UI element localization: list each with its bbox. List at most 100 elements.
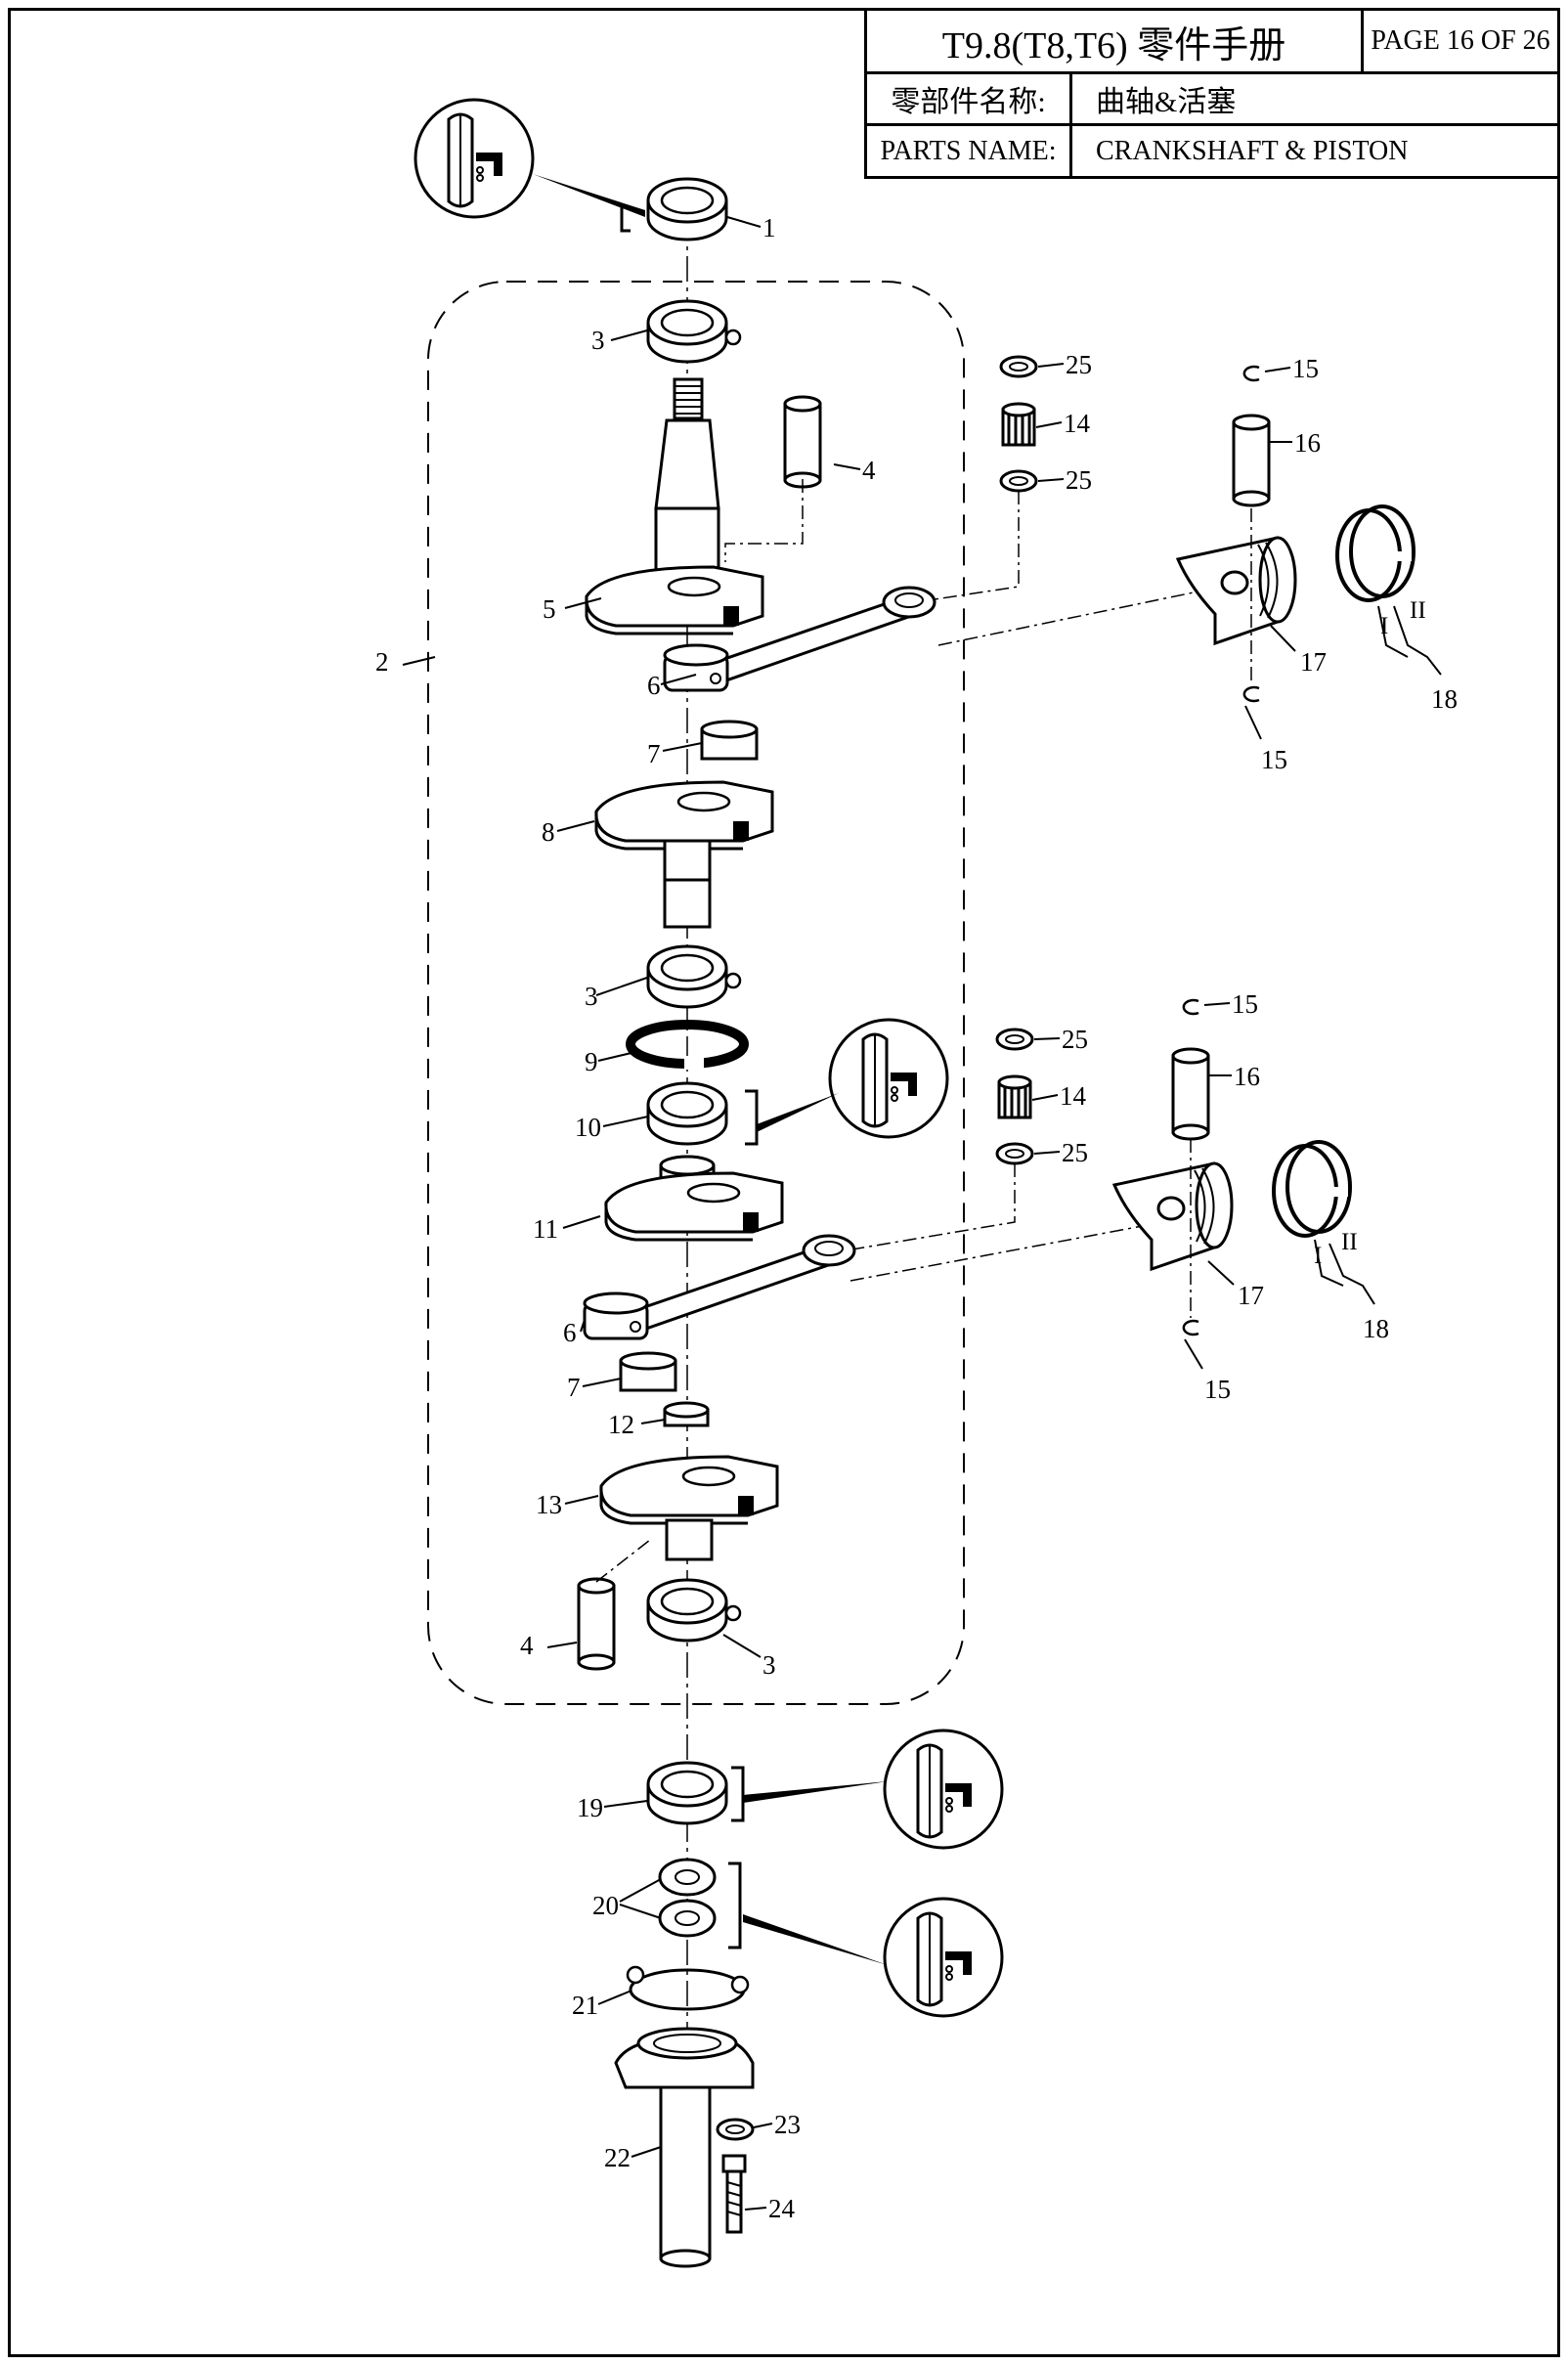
ring-mark-first: I — [1380, 613, 1388, 639]
callout-25: 25 — [1062, 1138, 1088, 1167]
crank-web-11 — [604, 1155, 784, 1242]
crankshaft-upper — [585, 377, 764, 635]
grease-application-icon — [883, 1729, 1004, 1850]
grease-leader — [757, 1093, 839, 1132]
bearing-dowel — [724, 972, 742, 989]
washer-23 — [716, 2118, 755, 2141]
callout-4: 4 — [520, 1631, 534, 1660]
rod-guide — [781, 1163, 1016, 1262]
callout-22: 22 — [604, 2143, 631, 2172]
callout-19: 19 — [577, 1793, 603, 1822]
washer-25a — [999, 355, 1038, 378]
callout-1: 1 — [762, 213, 776, 242]
callout-17: 17 — [1238, 1281, 1264, 1310]
piston-guide — [849, 1221, 1164, 1282]
callout-25: 25 — [1062, 1025, 1088, 1054]
crank-web-8 — [594, 780, 774, 929]
grease-leader — [743, 1914, 888, 1965]
crank-web-13 — [599, 1455, 779, 1561]
dowel-guide — [724, 479, 804, 562]
callout-3: 3 — [585, 982, 598, 1011]
callout-11: 11 — [533, 1214, 558, 1244]
callout-20: 20 — [592, 1891, 619, 1920]
grease-leader — [743, 1781, 888, 1803]
parts-name-label-cn: 零部件名称: — [867, 74, 1072, 126]
callout-23: 23 — [774, 2110, 801, 2139]
piston-pin-16b — [1171, 1047, 1210, 1141]
seal-20 — [658, 1858, 717, 1938]
callout-14: 14 — [1064, 409, 1091, 438]
callout-25: 25 — [1066, 465, 1092, 495]
callout-7: 7 — [567, 1373, 581, 1402]
bearing-10 — [646, 1081, 728, 1146]
bearing-dowel — [724, 1604, 742, 1622]
page-border — [8, 8, 1560, 2357]
callout-24: 24 — [768, 2194, 796, 2223]
needle-bearing-14a — [1001, 402, 1036, 447]
pin-4-top — [783, 395, 822, 489]
callout-10: 10 — [575, 1113, 601, 1142]
bearing-3-top — [646, 299, 728, 364]
callout-6: 6 — [563, 1318, 577, 1347]
clip-15c — [1182, 998, 1200, 1016]
callout-17: 17 — [1300, 647, 1327, 677]
bearing-3-bottom — [646, 1578, 728, 1642]
piston-guide — [937, 586, 1223, 646]
callout-16: 16 — [1294, 428, 1321, 458]
grease-application-icon — [828, 1018, 949, 1139]
callout-6: 6 — [647, 671, 661, 700]
callout-15: 15 — [1204, 1375, 1231, 1404]
grease-bracket — [745, 1089, 759, 1146]
parts-name-value: CRANKSHAFT & PISTON — [1096, 135, 1409, 166]
parts-name-value-cn: 曲轴&活塞 — [1072, 74, 1557, 126]
page-number: PAGE 16 OF 26 — [1364, 11, 1557, 74]
connecting-rod-6b — [583, 1234, 856, 1340]
callout-3: 3 — [591, 326, 605, 355]
washer-25b — [999, 469, 1038, 493]
housing-22 — [614, 2027, 755, 2268]
bearing-3-middle — [646, 944, 728, 1009]
grease-application-icon — [414, 98, 535, 219]
bearing-19 — [646, 1761, 728, 1825]
callout-labels: 1 2 3 3 3 4 4 5 6 6 7 7 8 9 10 11 12 13 … — [375, 213, 1458, 2223]
callout-18: 18 — [1431, 684, 1458, 714]
callout-13: 13 — [536, 1490, 562, 1519]
oil-seal-1 — [646, 177, 728, 241]
grease-bracket — [620, 205, 631, 233]
gasket-21 — [626, 1965, 750, 2011]
callout-8: 8 — [542, 817, 555, 847]
ring-mark-second: II — [1341, 1229, 1358, 1255]
callout-15: 15 — [1261, 745, 1287, 774]
clip-15b — [1242, 685, 1261, 703]
crankshaft-assembly-box — [427, 281, 965, 1705]
ring-marks: I II I II — [1314, 597, 1426, 1269]
callout-12: 12 — [608, 1410, 634, 1439]
piston-rings-18b — [1272, 1140, 1352, 1238]
snap-ring-9 — [626, 1020, 749, 1070]
leader-lines — [402, 216, 1442, 2211]
callout-16: 16 — [1234, 1062, 1260, 1091]
key-12 — [663, 1401, 710, 1427]
callout-21: 21 — [572, 1991, 598, 2020]
callout-15: 15 — [1232, 989, 1258, 1019]
rod-guide — [889, 491, 1020, 607]
clip-15d — [1182, 1319, 1200, 1336]
piston-pin-16a — [1232, 414, 1271, 507]
roller-7a — [700, 720, 759, 761]
callout-7: 7 — [647, 739, 661, 768]
callout-5: 5 — [543, 594, 556, 624]
callout-2: 2 — [375, 647, 389, 677]
piston-17b — [1112, 1161, 1234, 1271]
grease-bracket — [731, 1766, 745, 1822]
callout-3: 3 — [762, 1650, 776, 1680]
bolt-24 — [721, 2154, 747, 2234]
clip-15a — [1242, 365, 1261, 382]
ring-mark-second: II — [1410, 597, 1426, 624]
washer-25d — [995, 1142, 1034, 1165]
callout-14: 14 — [1060, 1081, 1087, 1111]
washer-25c — [995, 1028, 1034, 1051]
dowel-guide — [595, 1539, 651, 1583]
callout-18: 18 — [1363, 1314, 1389, 1343]
piston-17a — [1176, 536, 1297, 645]
